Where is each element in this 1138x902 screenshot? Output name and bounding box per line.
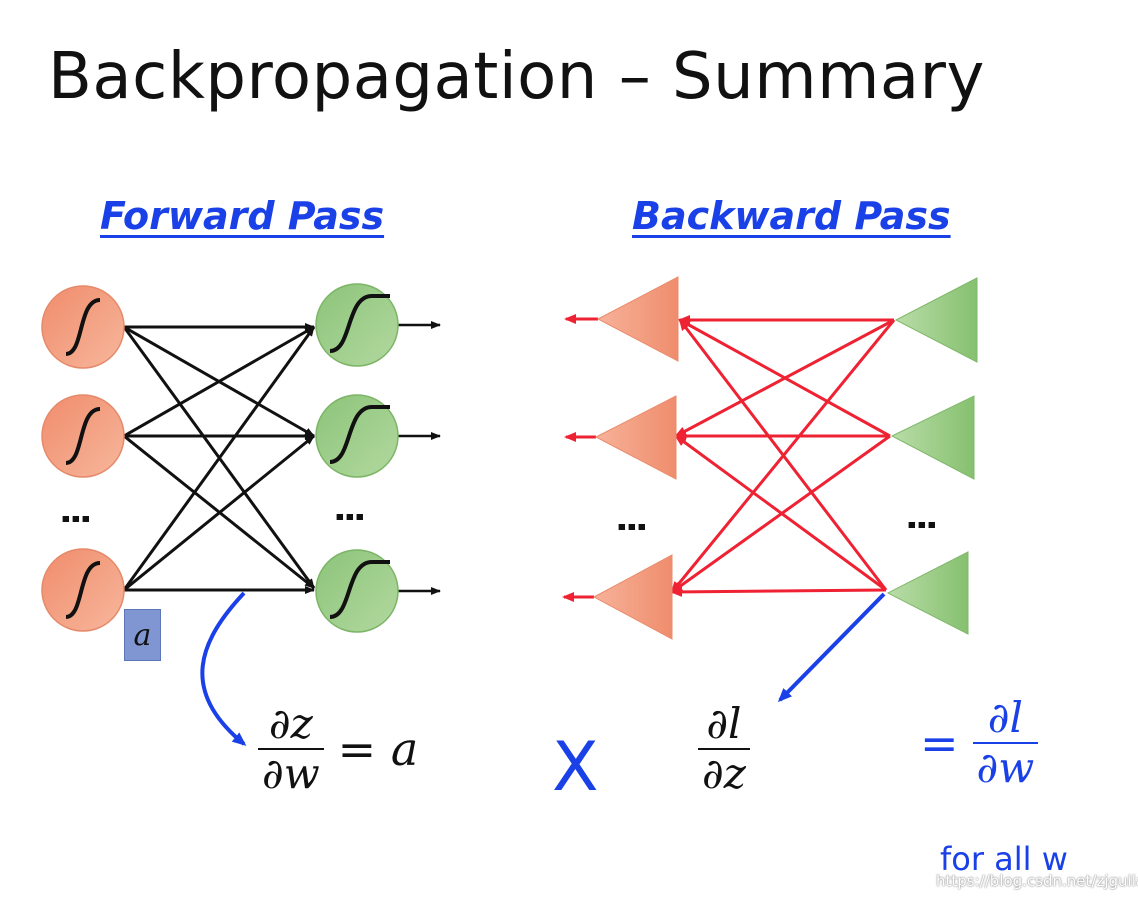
- output-neuron: [315, 283, 399, 367]
- forward-derivative-arrow: [200, 591, 247, 746]
- sigmoid-icon: [329, 405, 390, 464]
- backward-right-ellipsis: ⋮: [901, 508, 941, 542]
- dl-dw-fraction: ∂l ∂w: [972, 693, 1039, 793]
- dz-dw-fraction: ∂z ∂w: [258, 699, 324, 799]
- backward-edges: [562, 314, 896, 602]
- backward-pass-heading: Backward Pass: [632, 194, 951, 238]
- dl-dz-fraction: ∂l ∂z: [698, 699, 750, 799]
- input-neuron: [41, 394, 125, 478]
- sigmoid-icon: [329, 560, 390, 619]
- fraction-numerator: ∂l: [706, 699, 742, 748]
- backward-input-triangle: [592, 554, 673, 640]
- input-neuron: [41, 285, 125, 369]
- output-neuron: [315, 549, 399, 633]
- dz-dw-formula: ∂z ∂w = a: [258, 699, 419, 799]
- dl-dw-formula: = ∂l ∂w: [920, 693, 1039, 793]
- fraction-denominator: ∂w: [976, 743, 1035, 793]
- forward-pass-heading: Forward Pass: [100, 194, 385, 238]
- watermark: https://blog.csdn.net/zjguilai: [936, 872, 1138, 890]
- backward-output-triangle: [894, 277, 978, 363]
- equals-a: = a: [337, 722, 419, 777]
- fraction-bar: [698, 748, 750, 751]
- backward-input-triangle: [594, 395, 677, 480]
- input-ellipsis: ⋮: [55, 502, 95, 536]
- output-neuron: [315, 394, 399, 478]
- sigmoid-icon: [65, 407, 101, 465]
- fraction-denominator: ∂z: [702, 749, 746, 799]
- for-all-w-label: for all w: [940, 840, 1068, 878]
- backward-left-ellipsis: ⋮: [611, 510, 651, 544]
- fraction-bar: [258, 748, 324, 751]
- backward-output-triangle: [890, 395, 975, 480]
- backward-input-triangle: [596, 276, 679, 362]
- sigmoid-icon: [329, 294, 390, 353]
- forward-edges: [122, 321, 441, 595]
- input-neuron: [41, 548, 125, 632]
- equals-sign: =: [920, 716, 959, 771]
- page-title: Backpropagation – Summary: [48, 40, 985, 114]
- backward-output-triangle: [886, 551, 969, 635]
- output-ellipsis: ⋮: [329, 500, 369, 534]
- fraction-numerator: ∂z: [268, 699, 313, 748]
- fraction-bar: [972, 742, 1039, 745]
- sigmoid-icon: [65, 561, 101, 619]
- activation-label: a: [124, 609, 161, 661]
- sigmoid-icon: [65, 298, 101, 356]
- backward-derivative-arrow: [777, 592, 886, 703]
- fraction-denominator: ∂w: [262, 749, 320, 799]
- multiply-symbol: X: [552, 728, 599, 807]
- fraction-numerator: ∂l: [987, 693, 1023, 742]
- dl-dz-formula: ∂l ∂z: [698, 699, 750, 799]
